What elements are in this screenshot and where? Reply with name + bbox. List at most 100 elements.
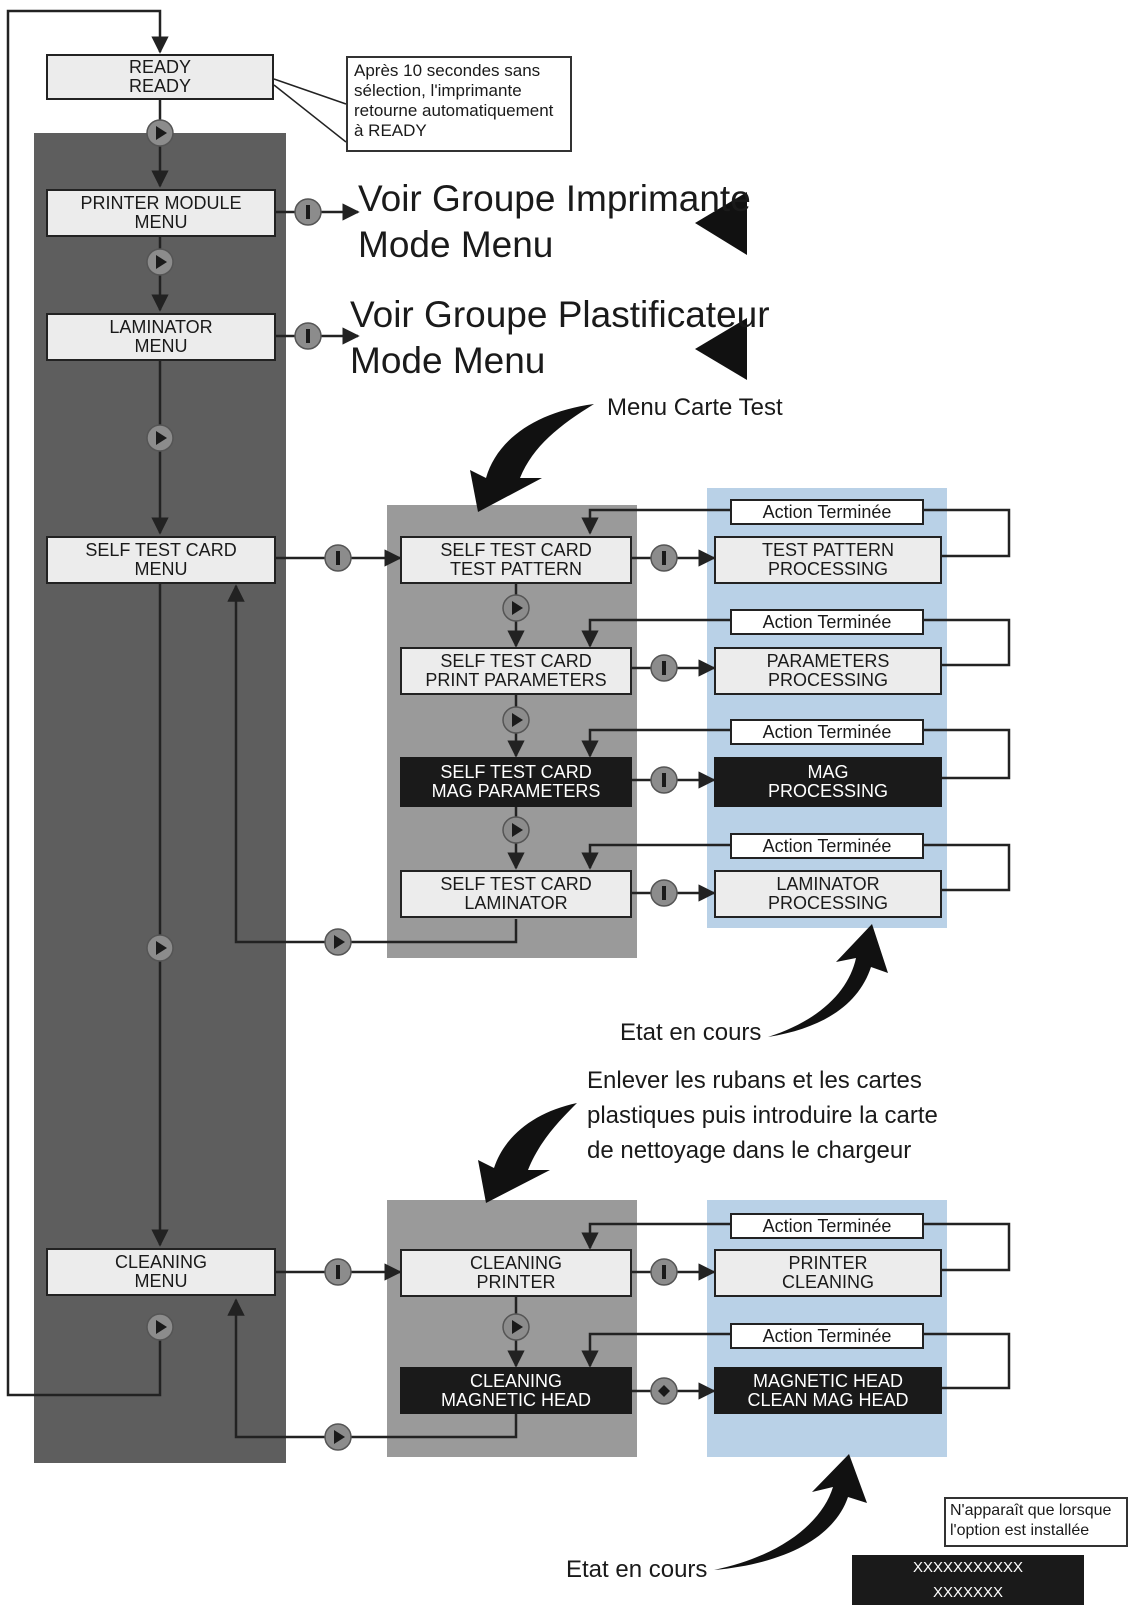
action-loop-2 [581, 618, 1011, 667]
curved-arrow-icon [768, 924, 888, 1037]
play-triangle-icon[interactable] [502, 1313, 530, 1341]
instruction-line: de nettoyage dans le chargeur [587, 1137, 912, 1164]
state-laminator-processing: LAMINATOR PROCESSING [714, 870, 942, 918]
item-line2: MAG PARAMETERS [431, 781, 601, 801]
pause-bar-icon[interactable] [650, 544, 678, 572]
pause-bar-icon[interactable] [294, 198, 322, 226]
action-loop-4 [581, 843, 1011, 892]
self-test-test-pattern[interactable]: SELF TEST CARD TEST PATTERN [400, 536, 632, 584]
cleaning-instruction: Enlever les rubans et les cartes plastiq… [587, 1063, 938, 1168]
state-line2: CLEANING [781, 1272, 875, 1292]
state-line2: PROCESSING [767, 781, 889, 801]
pause-bar-icon[interactable] [650, 879, 678, 907]
legend-line2: XXXXXXX [932, 1584, 1004, 1601]
self-test-laminator[interactable]: SELF TEST CARD LAMINATOR [400, 870, 632, 918]
diamond-icon[interactable] [650, 1377, 678, 1405]
item-line1: SELF TEST CARD [440, 762, 592, 782]
state-parameters-processing: PARAMETERS PROCESSING [714, 647, 942, 695]
curved-arrow-icon [470, 404, 594, 512]
pause-bar-icon[interactable] [324, 1258, 352, 1286]
action-done-label: Action Terminée [730, 1323, 924, 1349]
ready-line2: READY [128, 76, 191, 96]
flow-clean-return [227, 1298, 518, 1439]
play-triangle-icon[interactable] [502, 816, 530, 844]
menu-line1: PRINTER MODULE [80, 193, 242, 213]
legend-note-line: N'apparaît que lorsque [950, 1502, 1112, 1519]
action-loop-5 [581, 1222, 1011, 1272]
self-test-print-parameters[interactable]: SELF TEST CARD PRINT PARAMETERS [400, 647, 632, 695]
menu-line2: MENU [134, 212, 188, 232]
ref-line2: Mode Menu [350, 340, 546, 381]
laminator-group-reference: Voir Groupe Plastificateur Mode Menu [350, 292, 770, 384]
ready-timeout-note: Après 10 secondes sans sélection, l'impr… [346, 56, 572, 152]
cleaning-printer[interactable]: CLEANING PRINTER [400, 1249, 632, 1297]
note-line: Après 10 secondes sans [354, 61, 541, 80]
play-triangle-icon[interactable] [146, 248, 174, 276]
curved-arrow-icon [478, 1103, 577, 1203]
play-triangle-icon[interactable] [146, 934, 174, 962]
note-pointer-top [273, 78, 347, 105]
pause-bar-icon[interactable] [650, 654, 678, 682]
item-line1: CLEANING [469, 1253, 563, 1273]
pause-bar-icon[interactable] [650, 766, 678, 794]
cleaning-magnetic-head[interactable]: CLEANING MAGNETIC HEAD [400, 1367, 632, 1414]
item-line2: MAGNETIC HEAD [440, 1389, 591, 1410]
state-line1: PRINTER [788, 1253, 868, 1273]
self-test-mag-parameters[interactable]: SELF TEST CARD MAG PARAMETERS [400, 757, 632, 807]
optional-feature-note: N'apparaît que lorsque l'option est inst… [944, 1497, 1128, 1547]
action-loop-1 [581, 508, 1011, 558]
test-card-menu-label: Menu Carte Test [607, 394, 783, 421]
menu-line1: SELF TEST CARD [85, 540, 237, 560]
play-triangle-icon[interactable] [146, 424, 174, 452]
state-in-progress-label: Etat en cours [566, 1556, 708, 1583]
ref-line1: Voir Groupe Plastificateur [350, 294, 770, 335]
state-mag-processing: MAG PROCESSING [714, 757, 942, 807]
printer-module-menu[interactable]: PRINTER MODULE MENU [46, 189, 276, 237]
loop-back-line [6, 9, 169, 1397]
pause-bar-icon[interactable] [324, 544, 352, 572]
pause-bar-icon[interactable] [650, 1258, 678, 1286]
instruction-line: plastiques puis introduire la carte [587, 1102, 938, 1129]
state-line2: CLEAN MAG HEAD [747, 1389, 909, 1410]
action-done-label: Action Terminée [730, 499, 924, 525]
play-triangle-icon[interactable] [146, 1313, 174, 1341]
ready-line1: READY [128, 57, 191, 77]
play-triangle-icon[interactable] [324, 928, 352, 956]
note-pointer-bottom [273, 84, 347, 143]
cleaning-menu[interactable]: CLEANING MENU [46, 1248, 276, 1296]
note-line: sélection, l'imprimante [354, 81, 522, 100]
state-in-progress-label: Etat en cours [620, 1019, 762, 1046]
item-line1: CLEANING [469, 1370, 563, 1391]
menu-line1: LAMINATOR [109, 317, 213, 337]
ready-display[interactable]: READY READY [46, 54, 274, 100]
menu-line2: MENU [134, 336, 188, 356]
state-line1: TEST PATTERN [761, 540, 894, 560]
action-done-label: Action Terminée [730, 719, 924, 745]
optional-display-sample: XXXXXXXXXXX XXXXXXX [852, 1555, 1084, 1605]
self-test-card-menu[interactable]: SELF TEST CARD MENU [46, 536, 276, 584]
action-done-label: Action Terminée [730, 1213, 924, 1239]
play-triangle-icon[interactable] [146, 119, 174, 147]
state-line2: PROCESSING [767, 893, 889, 913]
ref-line1: Voir Groupe Imprimante [358, 178, 751, 219]
item-line2: LAMINATOR [464, 893, 568, 913]
ref-line2: Mode Menu [358, 224, 554, 265]
printer-group-reference: Voir Groupe Imprimante Mode Menu [358, 176, 751, 268]
menu-line1: CLEANING [114, 1252, 208, 1272]
state-line1: LAMINATOR [776, 874, 880, 894]
state-line1: PARAMETERS [766, 651, 890, 671]
action-loop-3 [581, 728, 1011, 780]
menu-line2: MENU [134, 559, 188, 579]
play-triangle-icon[interactable] [502, 706, 530, 734]
item-line1: SELF TEST CARD [440, 874, 592, 894]
action-done-label: Action Terminée [730, 833, 924, 859]
pause-bar-icon[interactable] [294, 322, 322, 350]
laminator-menu[interactable]: LAMINATOR MENU [46, 313, 276, 361]
curved-arrow-icon [714, 1454, 867, 1570]
pointer-triangle-printer [695, 192, 747, 255]
play-triangle-icon[interactable] [502, 594, 530, 622]
state-line2: PROCESSING [767, 670, 889, 690]
state-printer-cleaning: PRINTER CLEANING [714, 1249, 942, 1297]
play-triangle-icon[interactable] [324, 1423, 352, 1451]
state-clean-mag-head: MAGNETIC HEAD CLEAN MAG HEAD [714, 1367, 942, 1414]
